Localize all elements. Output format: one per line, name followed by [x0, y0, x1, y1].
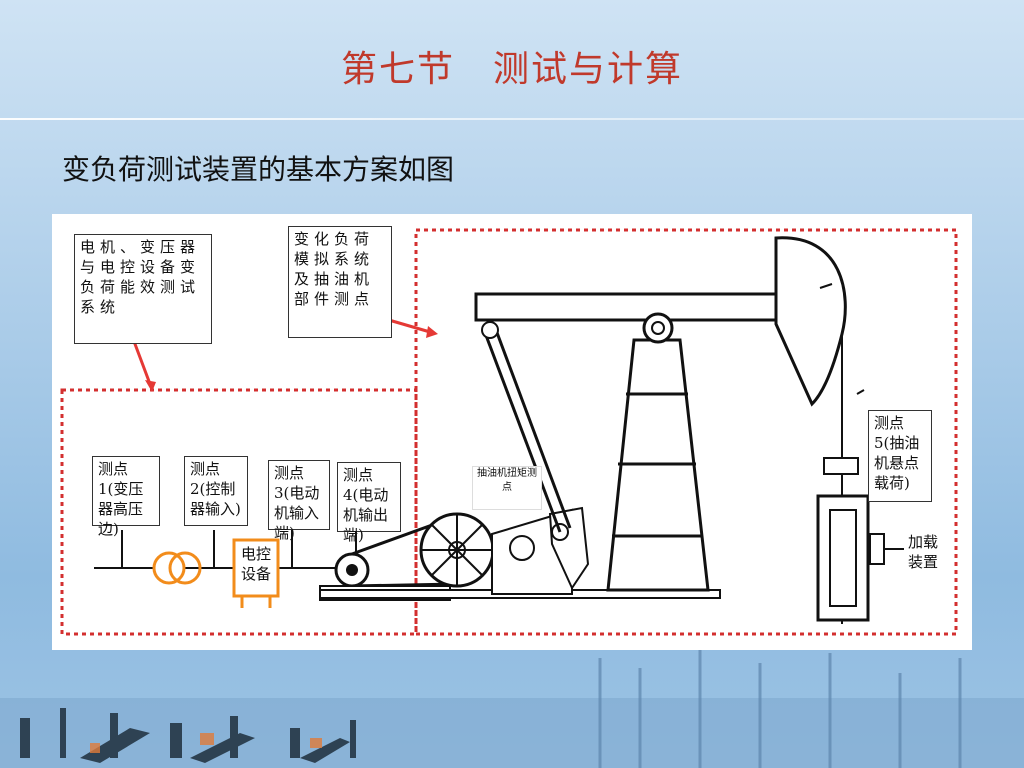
measure-point-4: 测点4(电动机输出端) [337, 462, 401, 544]
control-device-label: 电控设备 [240, 545, 271, 583]
load-system-label: 变化负荷模拟系统及抽油机部件测点 [288, 226, 392, 338]
walking-beam [474, 292, 778, 322]
loading-cylinder [816, 494, 870, 622]
gearbox-shaft [509, 535, 535, 561]
diagram-panel: 电机、变压器与电控设备变负荷能效测试系统 变化负荷模拟系统及抽油机部件测点 测点… [52, 214, 972, 650]
slide-subtitle: 变负荷测试装置的基本方案如图 [62, 153, 455, 186]
measure-point-1: 测点1(变压器高压边) [92, 456, 160, 538]
measure-point-3: 测点 3(电动机输入端) [268, 460, 330, 542]
arrow-to-electrical [130, 335, 152, 385]
torque-measure-point: 抽油机扭矩测点 [472, 466, 542, 510]
title-divider [0, 118, 1024, 120]
measure-point-2: 测点2(控制器输入) [184, 456, 248, 526]
load-cell [823, 457, 859, 475]
electrical-system-dashed-region [60, 388, 418, 636]
slide-title: 第七节 测试与计算 [340, 49, 683, 90]
measure-point-5: 测点 5(抽油机悬点载荷) [868, 410, 932, 502]
oilfield-skyline-decoration [0, 648, 1024, 768]
electrical-system-label: 电机、变压器与电控设备变负荷能效测试系统 [74, 234, 212, 344]
control-device-box [232, 538, 280, 598]
pump-jack-diagram [60, 228, 958, 636]
pitman-rod [482, 329, 562, 533]
loading-device-label: 加载装置 [908, 533, 939, 571]
horse-head [774, 236, 847, 407]
